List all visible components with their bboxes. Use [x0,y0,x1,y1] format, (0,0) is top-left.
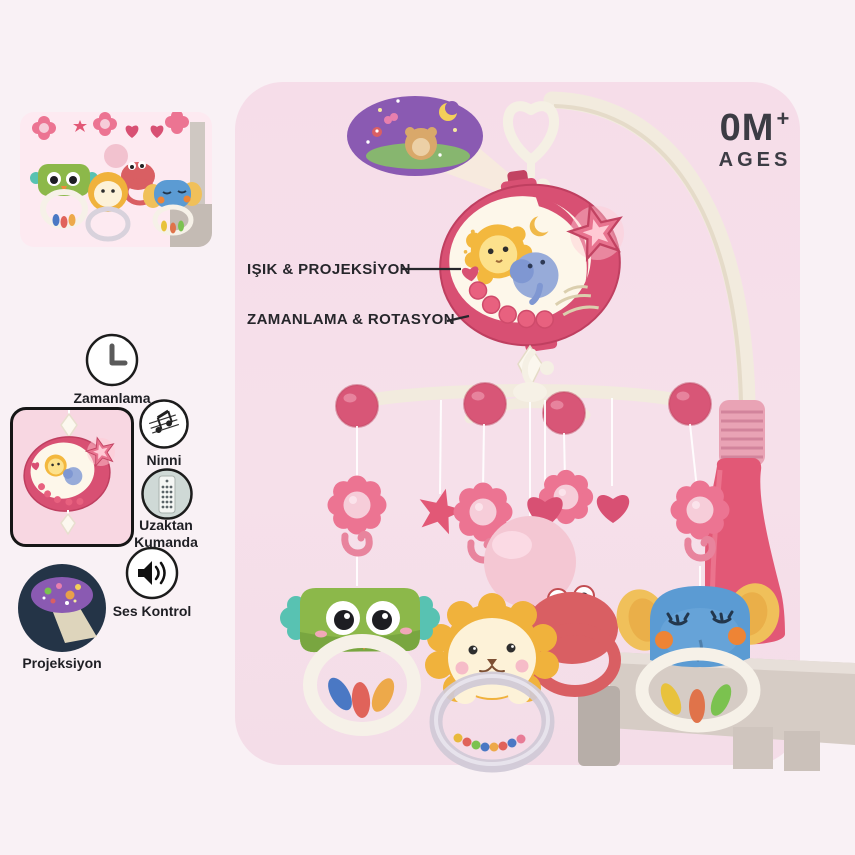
age-badge: 0M+ AGES [700,108,810,172]
feature-ses-kontrol: Ses Kontrol [113,545,191,619]
star-light [563,198,630,263]
lion-ring-beads [453,733,526,752]
projection-scene [347,96,483,176]
heart-button [461,266,479,282]
hanging-strings [356,398,701,588]
detail-thumbnail-toys [20,112,212,247]
music-box-elephant [509,252,559,306]
age-plus: + [776,106,791,131]
feature-label: Ses Kontrol [112,603,192,619]
feature-label: Zamanlama [73,390,151,406]
music-box [439,170,621,352]
elephant-ring-beads [660,683,732,723]
flower-toy-left [327,475,387,554]
box-clip [517,344,554,390]
age-value: 0M+ [719,106,791,149]
speaker-icon [125,546,179,600]
arm-joint [719,400,765,466]
feature-projeksiyon: Projeksiyon [17,563,107,671]
owl-ring-beads [328,677,395,718]
callout-line-timing [446,314,470,323]
callout-light-projection: IŞIK & PROJEKSİYON [247,261,411,278]
feature-ninni: Ninni [138,398,190,468]
projector-icon [18,564,106,652]
music-box-buttons [468,281,554,329]
owl-rattle [280,588,440,736]
feature-uzaktan-kumanda: Uzaktan Kumanda [134,467,198,550]
elephant-eyes [666,610,734,626]
heart-toy-right [596,494,630,523]
mobile-arm [543,91,756,411]
age-caption: AGES [718,149,792,171]
music-notes-icon [139,399,189,449]
feature-label: Ninni [146,452,182,468]
lion-rattle [425,593,559,773]
remote-control-icon [141,468,193,520]
center-ball [484,516,576,608]
feature-zamanlama: Zamanlama [73,332,151,406]
mobile-hub [335,382,712,435]
elephant-rattle [616,583,780,733]
clock-icon [85,333,139,387]
callout-timing-rotation: ZAMANLAMA & ROTASYON [247,311,455,328]
feature-label: Projeksiyon [22,655,102,671]
feature-label: Uzaktan Kumanda [134,517,198,550]
detail-thumbnail-music-box [10,407,134,547]
music-box-grass [554,285,599,317]
